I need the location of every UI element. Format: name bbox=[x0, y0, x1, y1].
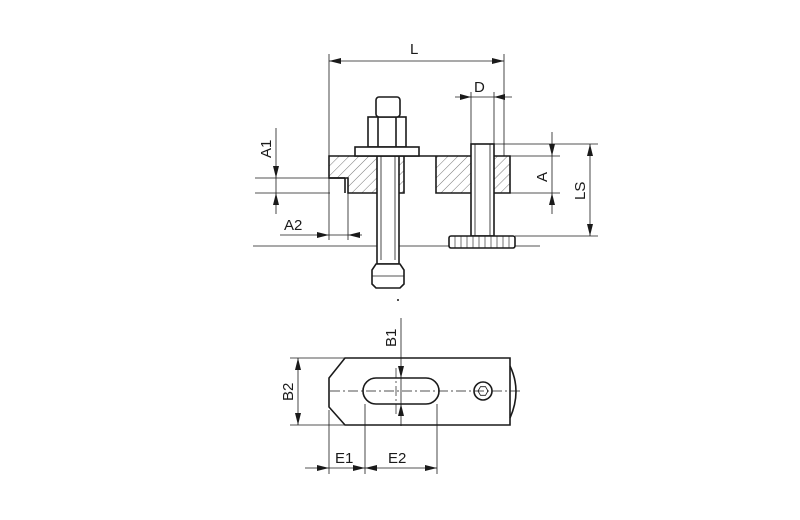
support-screw-shank bbox=[470, 143, 495, 237]
dim-E2-label: E2 bbox=[388, 450, 406, 467]
slot bbox=[362, 377, 440, 405]
dim-B1-label: B1 bbox=[383, 329, 400, 347]
knurl-pattern bbox=[454, 236, 510, 248]
dim-A2-label: A2 bbox=[284, 217, 302, 234]
washer bbox=[354, 146, 420, 157]
dim-D-label: D bbox=[474, 79, 485, 96]
dim-A1-label: A1 bbox=[258, 140, 275, 158]
center-dot bbox=[397, 299, 399, 301]
tbolt-top bbox=[375, 96, 401, 118]
support-screw-end bbox=[509, 365, 517, 419]
tbolt-shank bbox=[376, 155, 400, 265]
dim-L-label: L bbox=[410, 41, 418, 58]
top-view: B1 B2 E1 E2 bbox=[280, 318, 520, 474]
dim-A-label: A bbox=[534, 172, 551, 182]
dim-B2-label: B2 bbox=[280, 383, 297, 401]
knurled-foot bbox=[448, 235, 516, 249]
clamp-body-top bbox=[328, 357, 511, 426]
hex-socket-icon bbox=[477, 386, 489, 396]
front-section-view: L D A LS A1 A2 bbox=[253, 41, 598, 301]
dim-E1-label: E1 bbox=[335, 450, 353, 467]
dim-LS-label: LS bbox=[572, 182, 589, 200]
socket-screw bbox=[473, 381, 493, 401]
hex-nut bbox=[367, 116, 407, 148]
